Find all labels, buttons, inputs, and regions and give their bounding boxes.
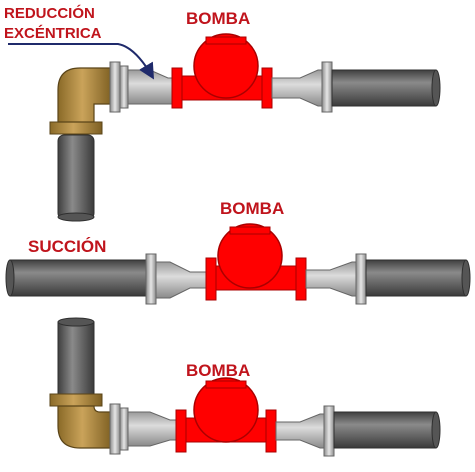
pump-flange	[205, 257, 217, 301]
pump-motor-cap	[205, 36, 247, 45]
flange	[109, 61, 121, 113]
assembly-middle: SUCCIÓN BOMBA	[5, 199, 471, 305]
pipe-horizontal	[365, 259, 467, 297]
pump-motor-cap	[229, 226, 271, 235]
pipe-horizontal	[9, 259, 147, 297]
pipe-vertical	[57, 321, 95, 395]
pipe-horizontal	[331, 69, 437, 107]
pump-flange	[261, 67, 273, 109]
suction-label: SUCCIÓN	[28, 237, 106, 256]
pipe-end	[461, 259, 471, 297]
assembly-top: REDUCCIÓN EXCÉNTRICA BOMBA	[4, 4, 441, 222]
elbow-fitting	[57, 67, 113, 123]
concentric-reducer	[271, 69, 323, 107]
flange	[119, 407, 129, 451]
elbow-fitting	[57, 405, 113, 449]
flange	[119, 65, 129, 109]
pump-flange	[265, 409, 277, 453]
pipe-horizontal	[333, 411, 437, 449]
pump-motor-cap	[205, 380, 247, 389]
pipe-end	[431, 69, 441, 107]
eccentric-reducer	[127, 69, 179, 105]
pipe-end	[5, 259, 15, 297]
flange	[321, 61, 333, 113]
reducer	[155, 261, 207, 299]
pump-flange	[171, 67, 183, 109]
annotation-arrow	[8, 43, 155, 80]
pump-flange	[175, 409, 187, 453]
flange	[323, 405, 335, 457]
reducer	[305, 261, 357, 297]
pump-volute	[217, 223, 283, 289]
pipe-end	[57, 212, 95, 222]
elbow-flange	[49, 121, 103, 135]
pump-label-middle: BOMBA	[220, 199, 284, 218]
pipe-end	[57, 317, 95, 327]
pump-label-top: BOMBA	[186, 9, 250, 28]
assembly-bottom: BOMBA	[49, 317, 441, 457]
pump-volute	[193, 33, 259, 99]
flange	[109, 403, 121, 455]
elbow-flange	[49, 393, 103, 407]
annotation-line-2: EXCÉNTRICA	[4, 25, 102, 42]
pump-label-bottom: BOMBA	[186, 361, 250, 380]
annotation-line-1: REDUCCIÓN	[4, 4, 95, 22]
pipe-end	[431, 411, 441, 449]
reducer	[127, 411, 179, 447]
reducer	[275, 413, 325, 449]
pipe-vertical	[57, 134, 95, 220]
flange	[355, 253, 367, 305]
pump-flange	[295, 257, 307, 301]
pump-volute	[193, 377, 259, 443]
flange	[145, 253, 157, 305]
